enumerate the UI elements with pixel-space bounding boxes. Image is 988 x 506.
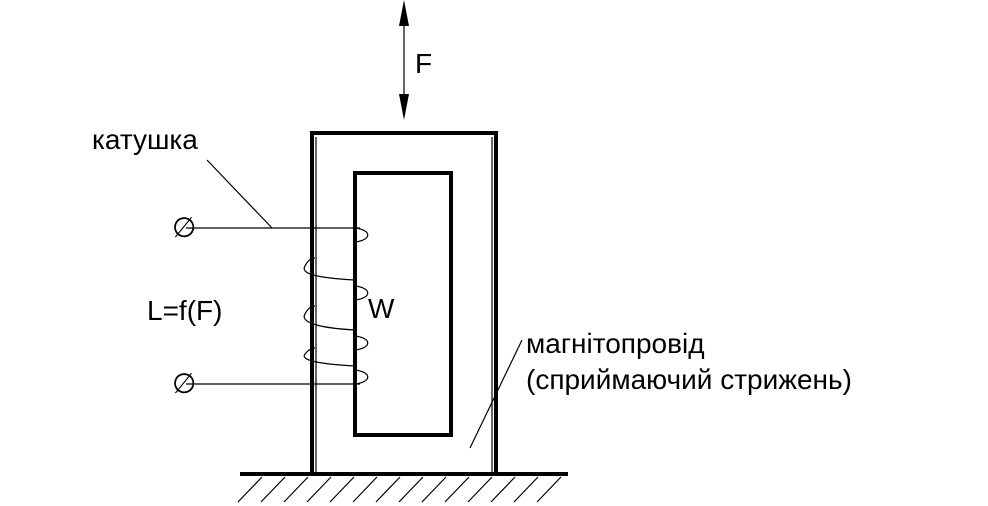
hatch-stroke [421, 476, 447, 503]
hatch-stroke [375, 476, 401, 503]
hatch-stroke [444, 476, 470, 503]
hatch-stroke [536, 476, 562, 503]
core-label-line1: магнітопровід [526, 328, 705, 359]
force-label: F [415, 48, 432, 79]
coil-winding [303, 227, 369, 385]
hatch-stroke [352, 476, 378, 503]
core-label-line2: (сприймаючий стрижень) [526, 364, 852, 395]
hatch-stroke [306, 476, 332, 503]
core-outer-frame [310, 131, 498, 474]
coil-label: катушка [92, 124, 198, 155]
hatch-stroke [398, 476, 424, 503]
turns-label: W [368, 293, 395, 324]
hatch-stroke [329, 476, 355, 503]
terminal-bottom-icon: ∅ [172, 368, 196, 399]
core-leader-line [469, 339, 523, 449]
coil-leader-line [206, 159, 273, 229]
force-arrow [399, 0, 409, 120]
hatch-stroke [513, 476, 539, 503]
terminal-top-icon: ∅ [172, 212, 196, 243]
ground-hatching [237, 476, 562, 503]
hatch-stroke [260, 476, 286, 503]
hatch-stroke [283, 476, 309, 503]
hatch-stroke [490, 476, 516, 503]
inductance-label: L=f(F) [147, 295, 222, 326]
core-inner-window [353, 171, 453, 437]
hatch-stroke [237, 476, 263, 503]
hatch-stroke [467, 476, 493, 503]
